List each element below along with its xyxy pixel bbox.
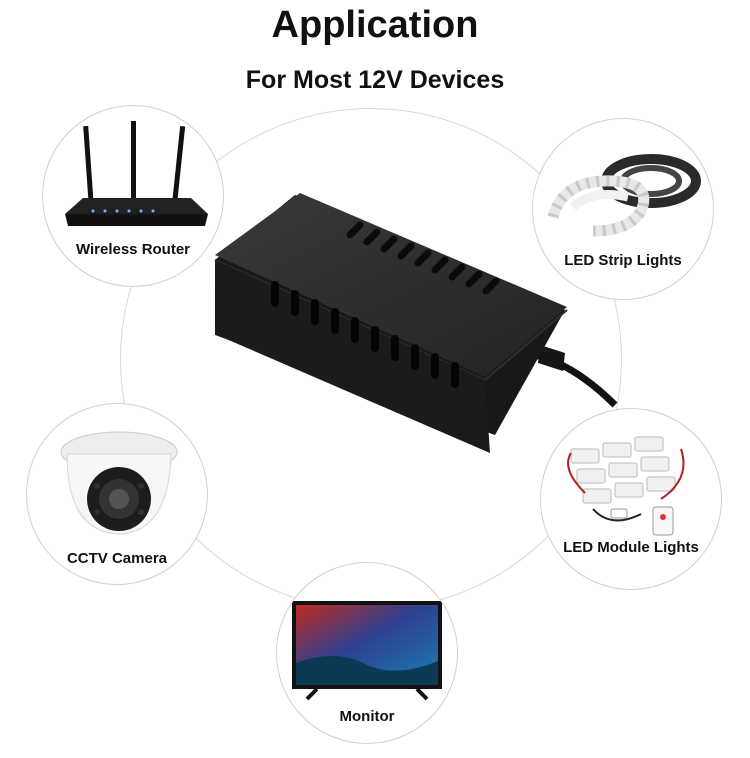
device-label: Monitor xyxy=(339,708,395,725)
led-strip-icon xyxy=(547,154,701,237)
page-title: Application xyxy=(271,4,479,46)
router-icon xyxy=(65,121,208,226)
device-label: Wireless Router xyxy=(75,241,191,258)
cctv-camera-icon xyxy=(60,431,178,535)
power-adapter-icon xyxy=(214,193,618,453)
device-label: CCTV Camera xyxy=(66,550,168,567)
device-label: LED Strip Lights xyxy=(564,252,682,269)
device-led-strip-lights: LED Strip Lights xyxy=(532,118,714,300)
device-label: LED Module Lights xyxy=(563,539,699,556)
device-monitor: Monitor xyxy=(276,562,458,744)
device-led-module-lights: LED Module Lights xyxy=(540,408,722,590)
device-cctv-camera: CCTV Camera xyxy=(26,403,208,585)
monitor-icon xyxy=(292,601,442,701)
device-wireless-router: Wireless Router xyxy=(42,105,224,287)
page-subtitle: For Most 12V Devices xyxy=(245,66,505,94)
led-module-icon xyxy=(567,436,685,536)
